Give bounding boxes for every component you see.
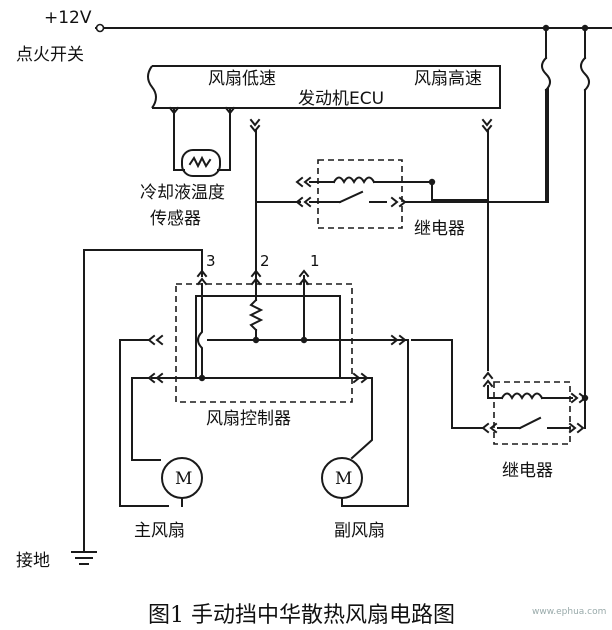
main-fan-motor [119, 339, 203, 507]
aux-fan-label: 副风扇 [334, 521, 385, 541]
relay-upper [255, 87, 549, 229]
ecu-connectors [168, 106, 493, 133]
relay-lower-label: 继电器 [502, 461, 553, 481]
ecu-box [147, 65, 501, 109]
site-watermark: www.ephua.com [532, 607, 606, 617]
ignition-label: 点火开关 [16, 45, 84, 65]
aux-fan-motor-label: M [335, 469, 352, 489]
coolant-sensor [173, 107, 231, 177]
aux-fan-motor [321, 339, 409, 507]
ecu-label: 发动机ECU [298, 89, 384, 109]
wire-ground [83, 249, 203, 553]
fuses [541, 27, 590, 397]
ground-label: 接地 [16, 551, 50, 571]
sensor-label-line1: 冷却液温度 [140, 183, 225, 203]
pin1-label: 1 [310, 252, 320, 270]
sensor-label-line2: 传感器 [150, 209, 201, 229]
pin3-label: 3 [206, 252, 216, 270]
figure-caption: 图1 手动挡中华散热风扇电路图 [148, 603, 455, 628]
supply-label: +12V [44, 8, 92, 28]
fan-low-label: 风扇低速 [208, 69, 276, 89]
ground-symbol [71, 551, 97, 565]
relay-lower [411, 339, 589, 445]
supply-bus [95, 23, 612, 33]
pin2-label: 2 [260, 252, 270, 270]
controller-label: 风扇控制器 [206, 409, 291, 429]
relay-upper-label: 继电器 [414, 219, 465, 239]
main-fan-label: 主风扇 [134, 521, 185, 541]
fan-high-label: 风扇高速 [414, 69, 482, 89]
main-fan-motor-label: M [175, 469, 192, 489]
fan-controller [147, 269, 409, 403]
